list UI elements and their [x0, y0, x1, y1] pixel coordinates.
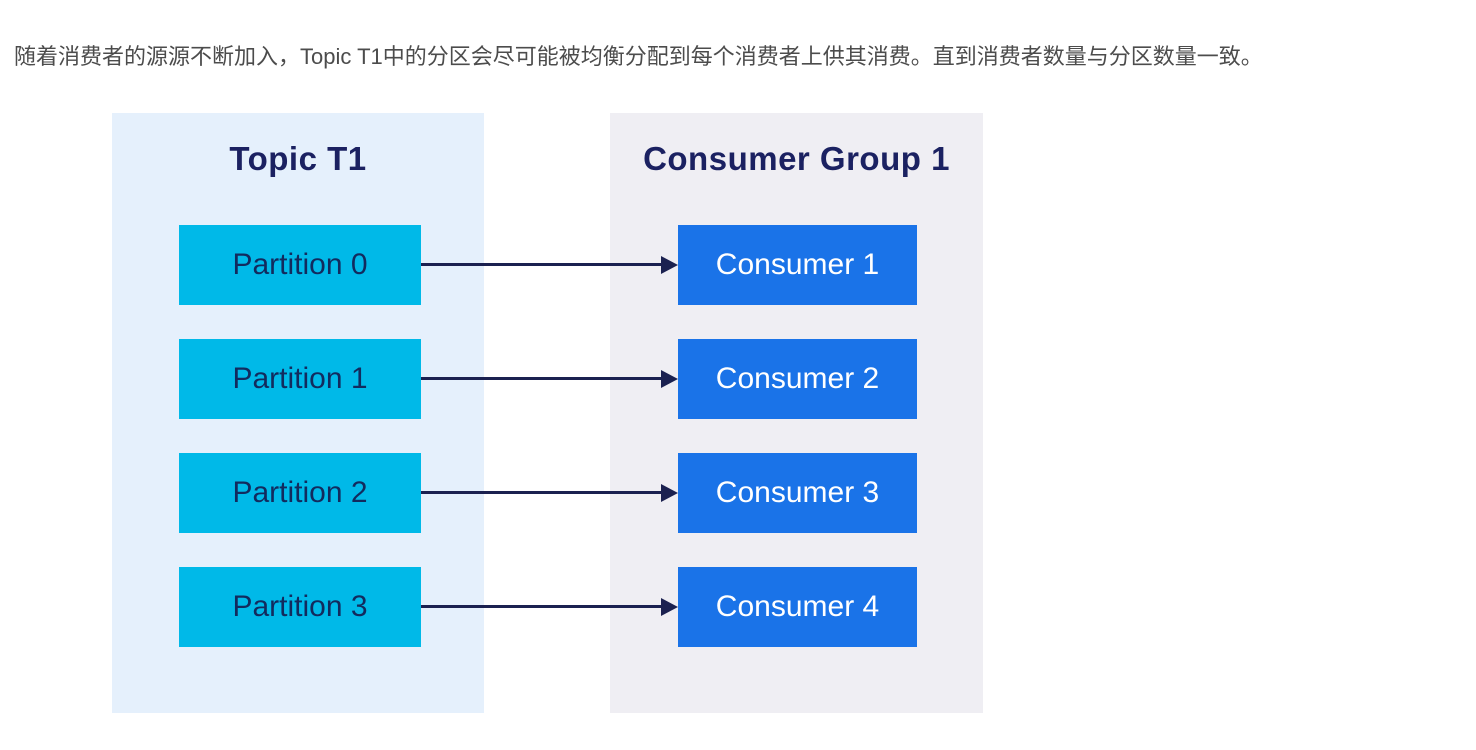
- partition-label-1: Partition 1: [232, 362, 368, 395]
- arrowhead-icon: [661, 370, 678, 388]
- consumer-group-panel-title: Consumer Group 1: [643, 140, 950, 177]
- consumer-box-0: Consumer 1: [678, 225, 917, 305]
- arrow-connector-2: [421, 483, 678, 503]
- consumer-box-3: Consumer 4: [678, 567, 917, 647]
- intro-text: 随着消费者的源源不断加入，Topic T1中的分区会尽可能被均衡分配到每个消费者…: [14, 44, 1263, 69]
- arrowhead-icon: [661, 256, 678, 274]
- partition-box-0: Partition 0: [179, 225, 421, 305]
- topic-panel: Topic T1 Partition 0 Partition 1 Partiti…: [112, 113, 484, 713]
- consumer-label-0: Consumer 1: [715, 248, 880, 281]
- arrow-line: [421, 377, 664, 380]
- partition-box-2: Partition 2: [179, 453, 421, 533]
- consumer-label-1: Consumer 2: [715, 362, 880, 395]
- partition-label-0: Partition 0: [232, 248, 368, 281]
- consumer-label-3: Consumer 4: [715, 590, 880, 623]
- consumer-label-2: Consumer 3: [715, 476, 880, 509]
- topic-panel-title: Topic T1: [229, 140, 367, 177]
- partition-label-3: Partition 3: [232, 590, 368, 623]
- partition-box-1: Partition 1: [179, 339, 421, 419]
- arrow-connector-1: [421, 369, 678, 389]
- partition-label-2: Partition 2: [232, 476, 368, 509]
- consumer-group-panel: Consumer Group 1 Consumer 1 Consumer 2 C…: [610, 113, 983, 713]
- arrow-line: [421, 605, 664, 608]
- arrowhead-icon: [661, 484, 678, 502]
- consumer-box-1: Consumer 2: [678, 339, 917, 419]
- arrow-connector-0: [421, 255, 678, 275]
- arrow-connector-3: [421, 597, 678, 617]
- consumer-box-2: Consumer 3: [678, 453, 917, 533]
- partition-box-3: Partition 3: [179, 567, 421, 647]
- arrow-line: [421, 491, 664, 494]
- arrow-line: [421, 263, 664, 266]
- arrowhead-icon: [661, 598, 678, 616]
